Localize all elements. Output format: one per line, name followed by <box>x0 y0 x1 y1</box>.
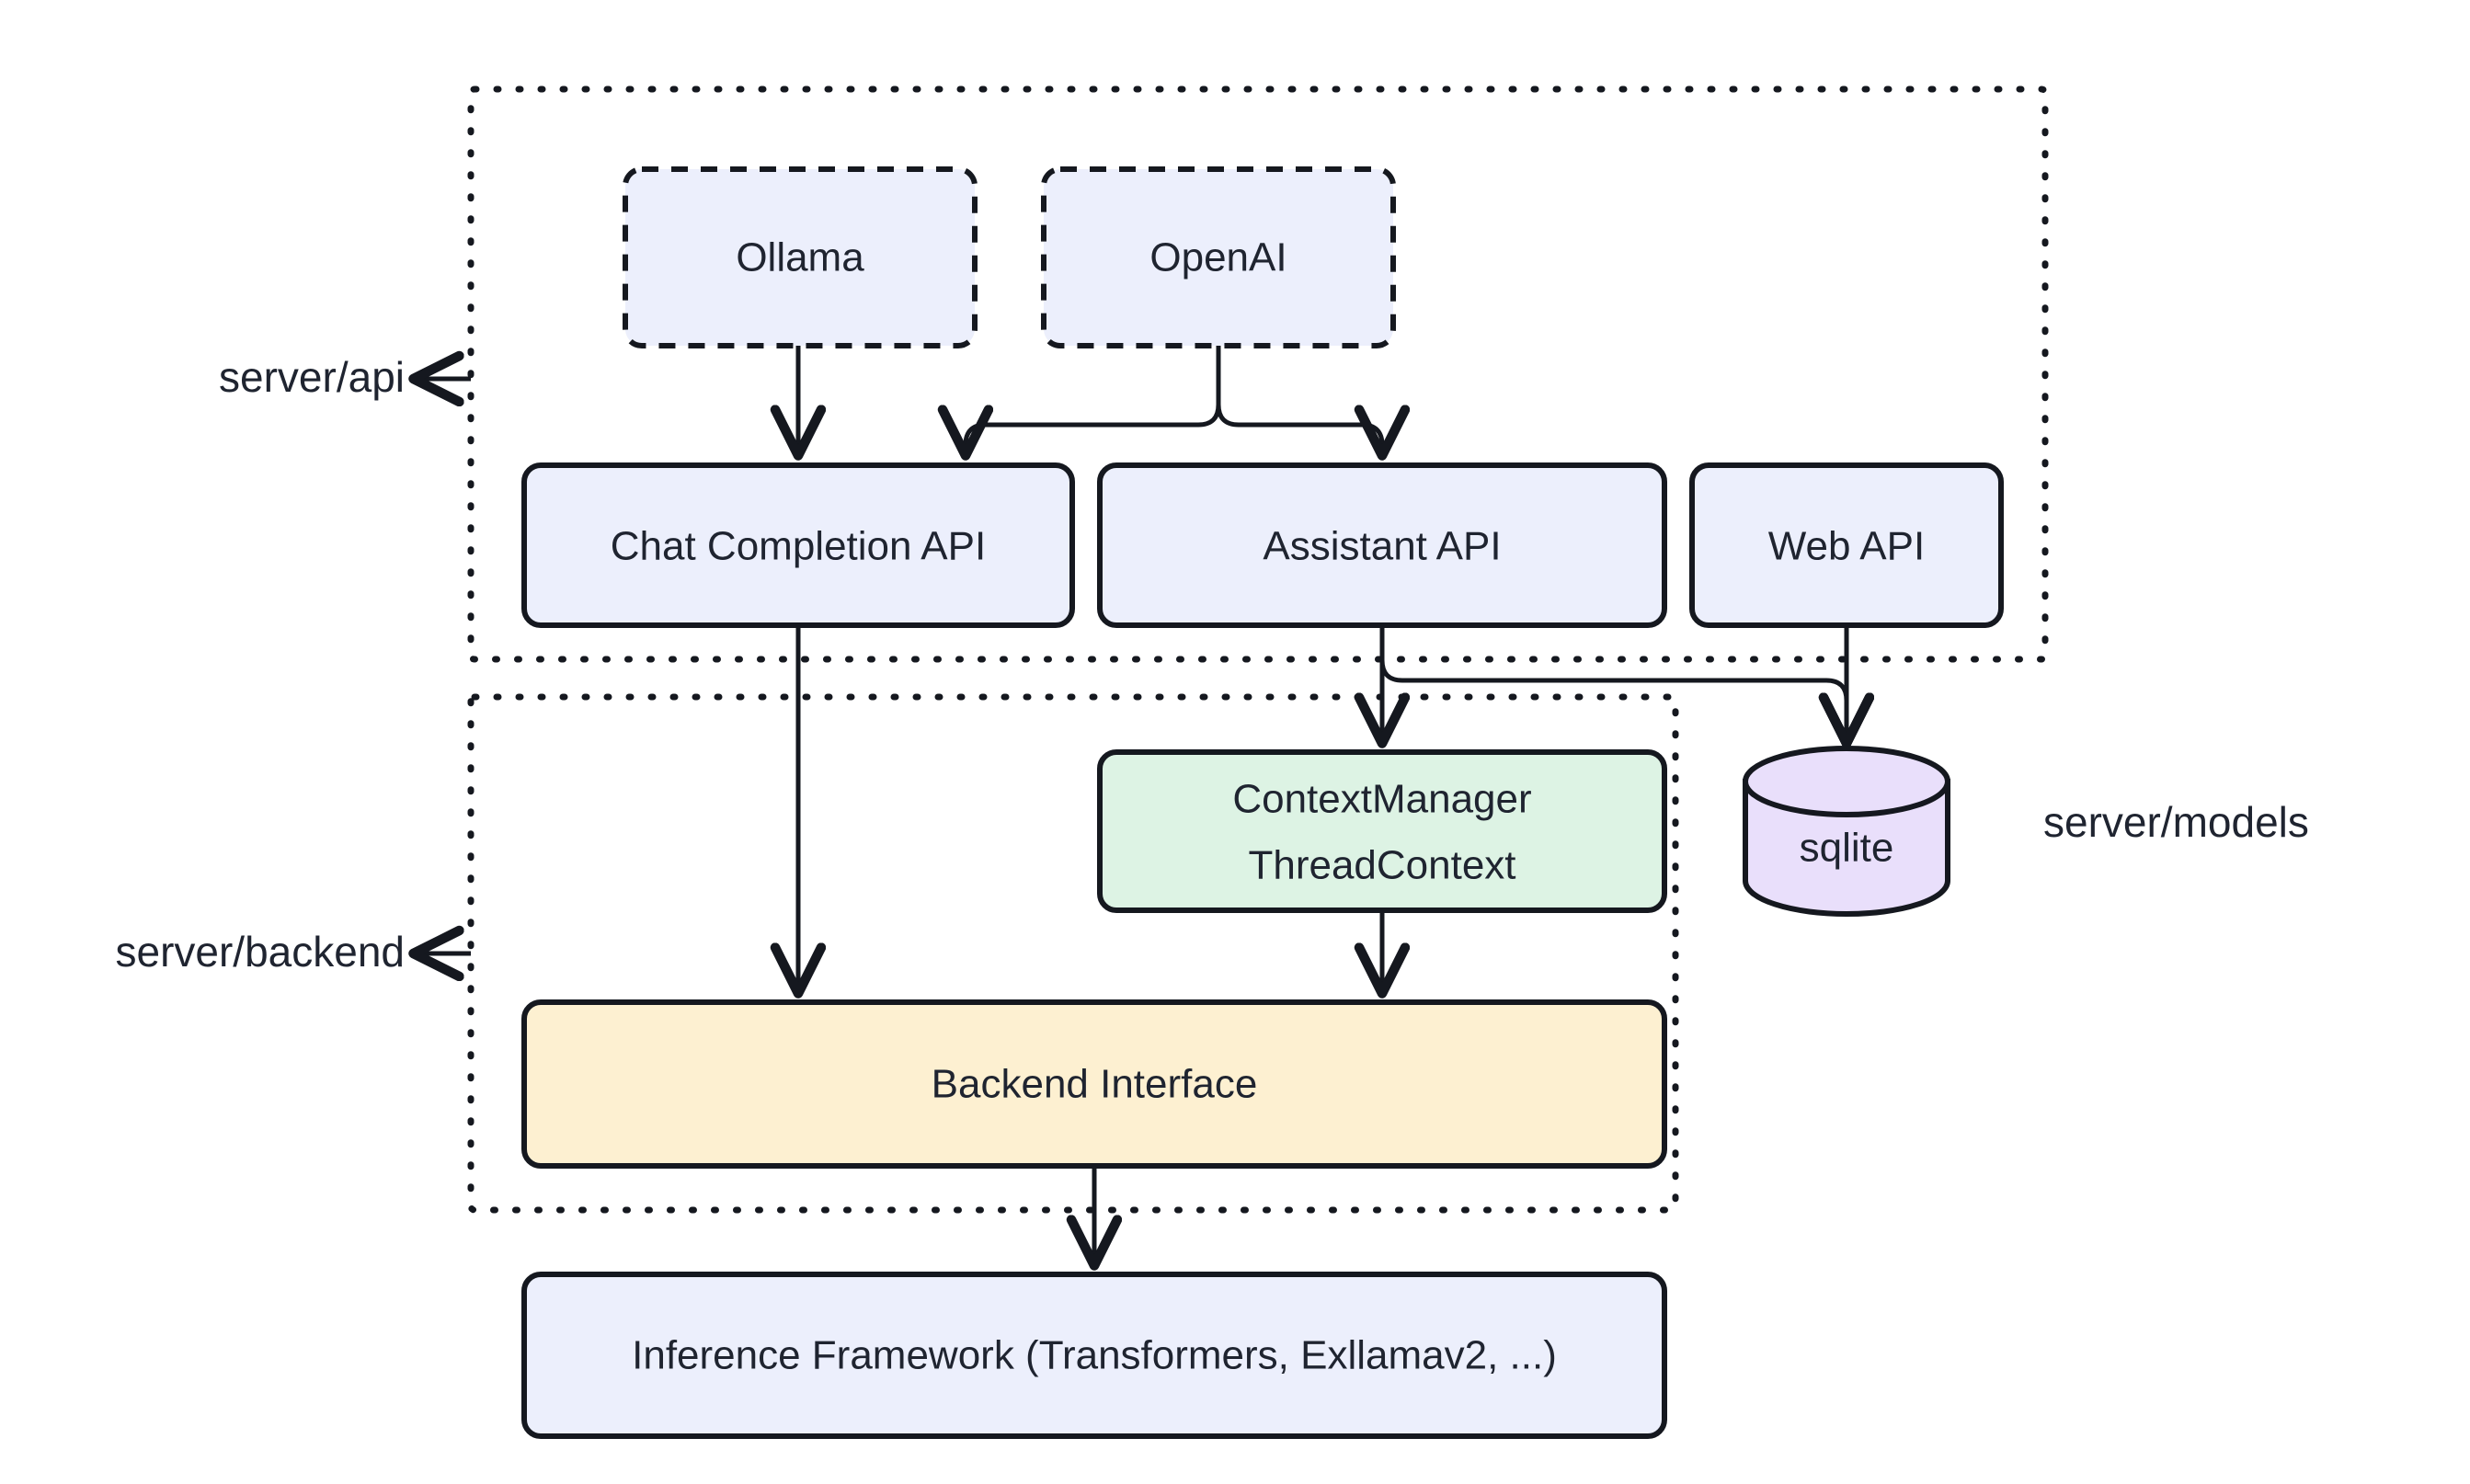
node-web-api-label: Web API <box>1768 524 1925 569</box>
node-web-api-shape <box>1689 462 2004 628</box>
group-label-server-models: server/models <box>2043 798 2309 846</box>
node-backend-interface-label: Backend Interface <box>932 1062 1258 1107</box>
node-inference-framework-shape <box>521 1272 1667 1439</box>
node-backend-interface-shape <box>521 999 1667 1169</box>
node-assistant-api-shape <box>1097 462 1667 628</box>
node-sqlite-label: sqlite <box>1800 826 1894 871</box>
node-context-manager[interactable]: ContextManager ThreadContext <box>1097 749 1667 913</box>
node-inference-framework[interactable]: Inference Framework (Transformers, Exlla… <box>521 1272 1667 1439</box>
node-assistant-api[interactable]: Assistant API <box>1097 462 1667 628</box>
node-ollama-shape <box>623 166 978 348</box>
node-sqlite-body <box>1743 779 1950 917</box>
node-sqlite-top <box>1743 746 1950 817</box>
edge-openai-to-chat-api <box>966 346 1221 453</box>
node-backend-interface[interactable]: Backend Interface <box>521 999 1667 1169</box>
node-context-manager-shape <box>1097 749 1667 913</box>
node-sqlite[interactable]: sqlite <box>1743 746 1950 917</box>
node-ollama[interactable]: Ollama <box>623 166 978 348</box>
node-inference-framework-label: Inference Framework (Transformers, Exlla… <box>632 1333 1557 1378</box>
node-chat-completion-api-shape <box>521 462 1075 628</box>
node-ollama-label: Ollama <box>736 235 864 280</box>
node-openai-shape <box>1041 166 1396 348</box>
group-server-api <box>467 86 2049 663</box>
group-label-server-backend: server/backend <box>116 928 406 976</box>
node-web-api[interactable]: Web API <box>1689 462 2004 628</box>
node-assistant-api-label: Assistant API <box>1263 524 1501 569</box>
node-context-manager-label-line2: ThreadContext <box>1248 843 1515 888</box>
edge-assistant-api-to-sqlite <box>1379 625 1847 741</box>
node-chat-completion-api-label: Chat Completion API <box>611 524 986 569</box>
node-openai-label: OpenAI <box>1149 235 1286 280</box>
node-context-manager-label-line1: ContextManager <box>1232 777 1531 822</box>
group-server-backend <box>467 693 1679 1214</box>
edge-openai-to-assistant-api <box>1216 346 1382 453</box>
node-chat-completion-api[interactable]: Chat Completion API <box>521 462 1075 628</box>
node-openai[interactable]: OpenAI <box>1041 166 1396 348</box>
group-label-server-api: server/api <box>219 353 405 401</box>
